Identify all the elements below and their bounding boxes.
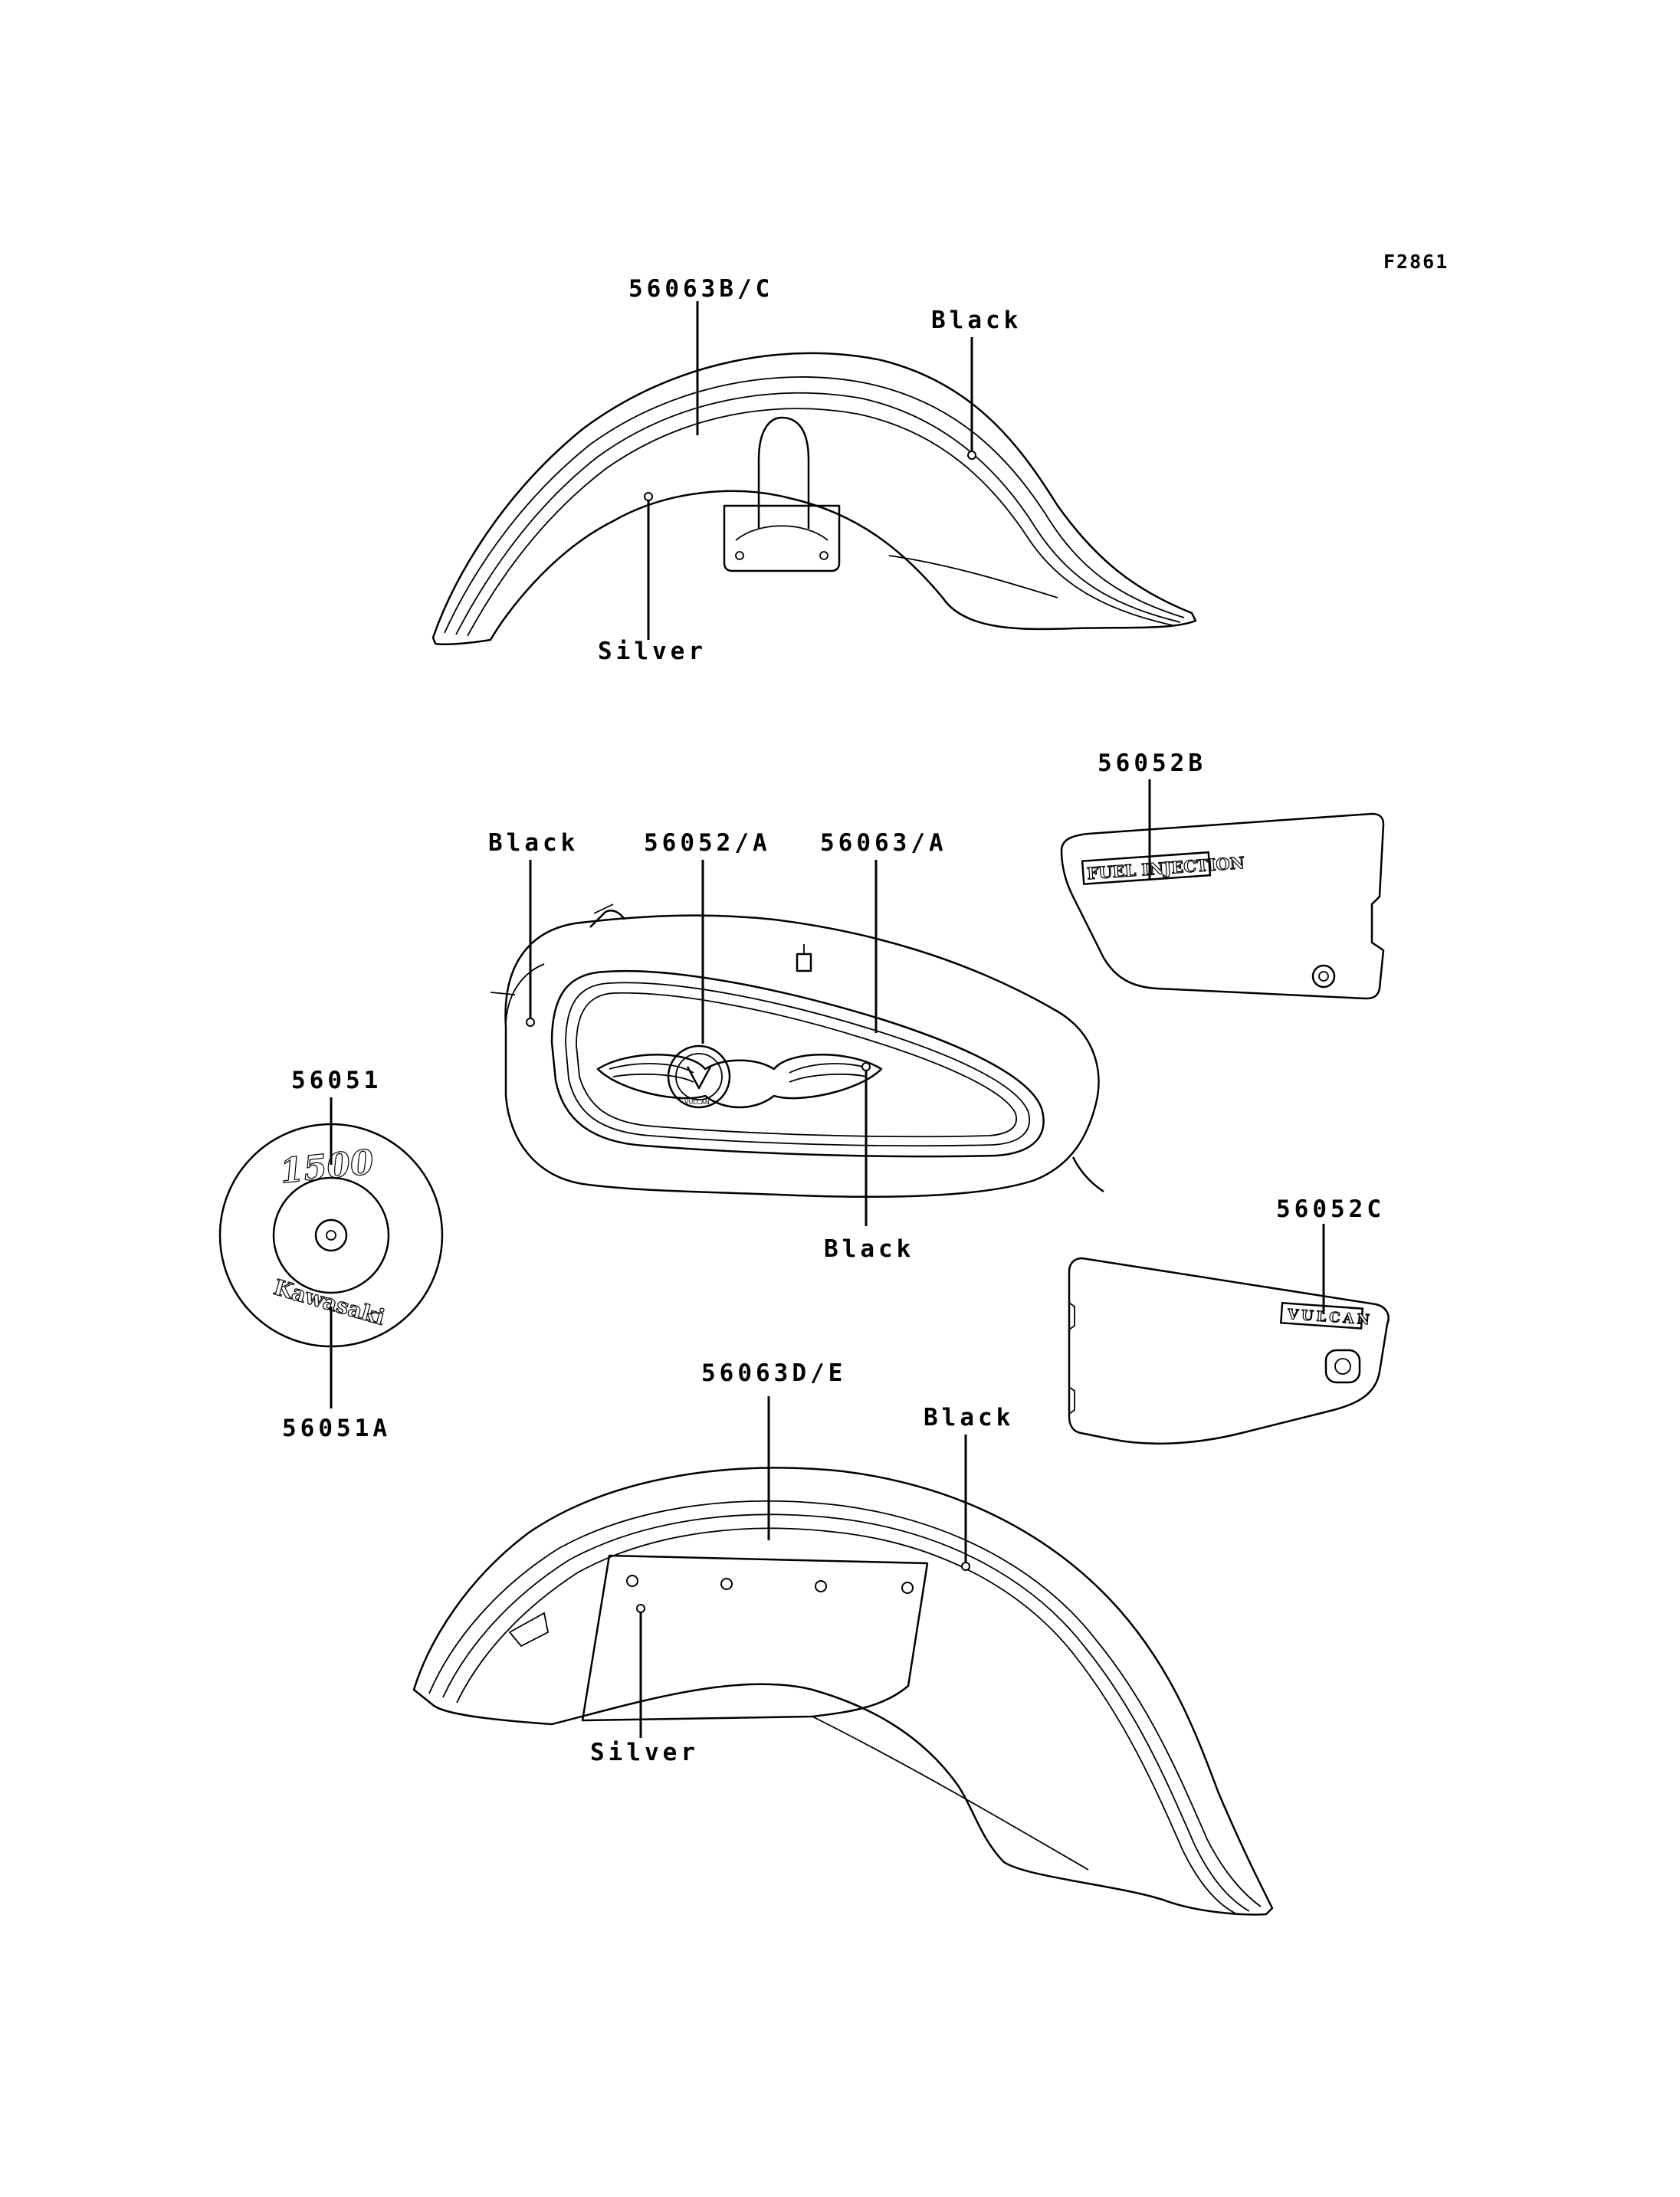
- point-rear-fender-silver: [644, 492, 653, 501]
- label-air-cleaner-bottom: 56051A: [282, 1415, 391, 1442]
- label-side-cover-b: 56052B: [1098, 749, 1206, 777]
- bracket-bolt-1: [626, 1575, 638, 1587]
- label-front-fender-black: Black: [924, 1404, 1014, 1431]
- side-cover-b-outline: [1060, 812, 1385, 1000]
- tank-fitting-line: [593, 903, 614, 914]
- side-cover-c-tabs: [1068, 1302, 1075, 1415]
- label-side-cover-c: 56052C: [1276, 1195, 1385, 1223]
- label-front-fender-silver: Silver: [590, 1739, 699, 1766]
- tank-rear-hose: [1071, 1156, 1104, 1193]
- side-cover-c-grommet-inner: [1334, 1358, 1351, 1375]
- tank-panel-inner: [565, 982, 1030, 1147]
- front-fender-stripe-inner2: [456, 1527, 1238, 1915]
- point-rear-fender-black: [967, 451, 976, 460]
- label-rear-fender-part: 56063B/C: [628, 275, 773, 303]
- label-tank-emblem: 56052/A: [644, 829, 771, 857]
- tank-front-edge: [505, 963, 545, 1028]
- label-tank-stripe: 56063/A: [820, 829, 947, 857]
- decal-1500: 1500: [278, 1143, 376, 1192]
- side-cover-c-grommet: [1324, 1349, 1361, 1384]
- side-cover-b: FUEL INJECTION: [1060, 812, 1385, 1000]
- rear-fender-stripe-inner2: [467, 408, 1173, 637]
- front-fender-outline: [412, 1467, 1274, 1916]
- point-front-fender-black: [961, 1562, 970, 1571]
- tail-light-stay: [757, 416, 810, 529]
- bracket-bolt-4: [901, 1582, 914, 1594]
- tank-emblem: VULCAN: [596, 1044, 883, 1109]
- emblem-badge: [667, 1044, 731, 1109]
- bracket-bolt-3: [815, 1580, 827, 1592]
- side-cover-b-grommet: [1311, 964, 1336, 989]
- tank-panel-outer: [550, 969, 1045, 1158]
- point-tank-black-left: [526, 1018, 535, 1027]
- emblem-v-mark: [686, 1066, 712, 1090]
- rear-fender-top: [431, 352, 1197, 646]
- side-cover-b-grommet-inner: [1318, 971, 1329, 982]
- front-fender-reflector: [508, 1612, 550, 1648]
- emblem-wing-lines: [609, 1063, 871, 1083]
- vulcan-decal: [1279, 1302, 1364, 1330]
- tank-panel-inner2: [576, 992, 1017, 1138]
- rear-fender-crease: [888, 555, 1058, 598]
- fuel-injection-decal: [1081, 851, 1212, 886]
- tank-cap-fitting: [589, 910, 626, 928]
- emblem-badge-inner: [675, 1053, 723, 1100]
- fuel-tank: VULCAN: [490, 903, 1104, 1199]
- rear-fender-stripe-outer: [444, 376, 1185, 634]
- air-cleaner-bolt: [326, 1230, 336, 1241]
- emblem-badge-text: VULCAN: [684, 1099, 710, 1106]
- side-cover-c-outline: [1068, 1257, 1390, 1445]
- label-tank-black-bottom: Black: [824, 1235, 914, 1263]
- decal-kawasaki: Kawasaki: [271, 1274, 388, 1330]
- bracket-bolt-2: [720, 1578, 733, 1590]
- rear-fender-outline: [431, 352, 1197, 646]
- label-rear-fender-silver: Silver: [598, 638, 707, 665]
- tail-light-bracket: [723, 504, 841, 572]
- label-rear-fender-black: Black: [931, 307, 1022, 334]
- front-fender-crease: [812, 1716, 1089, 1871]
- tank-vent-line: [490, 992, 516, 995]
- bracket-hole-right: [819, 551, 829, 560]
- side-cover-c: VULCAN: [1068, 1257, 1390, 1445]
- air-cleaner-boss: [314, 1218, 348, 1252]
- point-front-fender-silver: [636, 1604, 645, 1613]
- air-cleaner-center-ring: [272, 1176, 390, 1294]
- bracket-hole-left: [735, 551, 744, 560]
- front-fender-stripe-outer: [428, 1500, 1262, 1907]
- point-tank-black-bottom: [861, 1062, 871, 1071]
- label-tank-black-left: Black: [488, 829, 579, 857]
- tank-gauge-base: [796, 953, 812, 972]
- figure-id: F2861: [1383, 251, 1449, 273]
- label-air-cleaner-top: 56051: [291, 1067, 382, 1094]
- front-fender: [412, 1467, 1274, 1916]
- label-front-fender-part: 56063D/E: [701, 1359, 846, 1387]
- emblem-wings: [596, 1054, 883, 1109]
- bracket-curve: [735, 525, 829, 541]
- tank-outline: [504, 914, 1100, 1199]
- front-fender-stripe-inner: [442, 1513, 1250, 1912]
- rear-fender-stripe-inner: [455, 392, 1181, 635]
